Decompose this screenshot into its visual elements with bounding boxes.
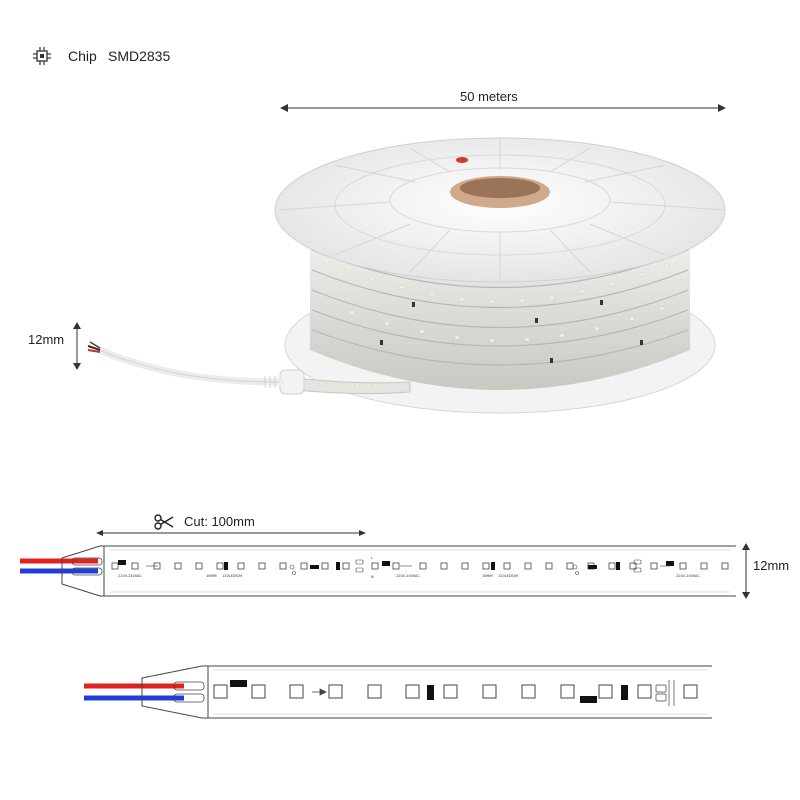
reel-photo [80, 120, 740, 420]
diagram-width-dimension: 12mm [738, 543, 798, 599]
strip-diagram: 220V-240VAC 16MM 120LEDS/M 220V-240VAC 1… [20, 538, 740, 604]
printed-n: N [371, 575, 374, 579]
printed-voltage: 220V-240VAC [118, 574, 142, 578]
strip-detail [84, 660, 714, 724]
printed-voltage-3: 220V-240VAC [676, 574, 700, 578]
chip-label: Chip [68, 48, 97, 64]
printed-mm-2: 16MM [482, 574, 493, 578]
printed-l: L [371, 556, 373, 560]
printed-mm: 16MM [206, 574, 217, 578]
photo-width-dimension: 12mm [28, 322, 88, 370]
printed-voltage-2: 220V-240VAC [396, 574, 420, 578]
cut-dimension: Cut: 100mm [96, 512, 366, 538]
printed-leds-per-m-2: 120LEDS/M [498, 574, 518, 578]
length-label: 50 meters [460, 89, 518, 104]
diagram-width-label: 12mm [753, 558, 790, 573]
length-dimension: 50 meters [280, 88, 726, 118]
scissors-icon [154, 514, 174, 530]
printed-leds-per-m: 120LEDS/M [222, 574, 242, 578]
chip-value: SMD2835 [108, 48, 171, 64]
photo-width-label: 12mm [28, 332, 65, 347]
chip-icon [32, 46, 52, 66]
cut-label: Cut: 100mm [184, 514, 255, 529]
